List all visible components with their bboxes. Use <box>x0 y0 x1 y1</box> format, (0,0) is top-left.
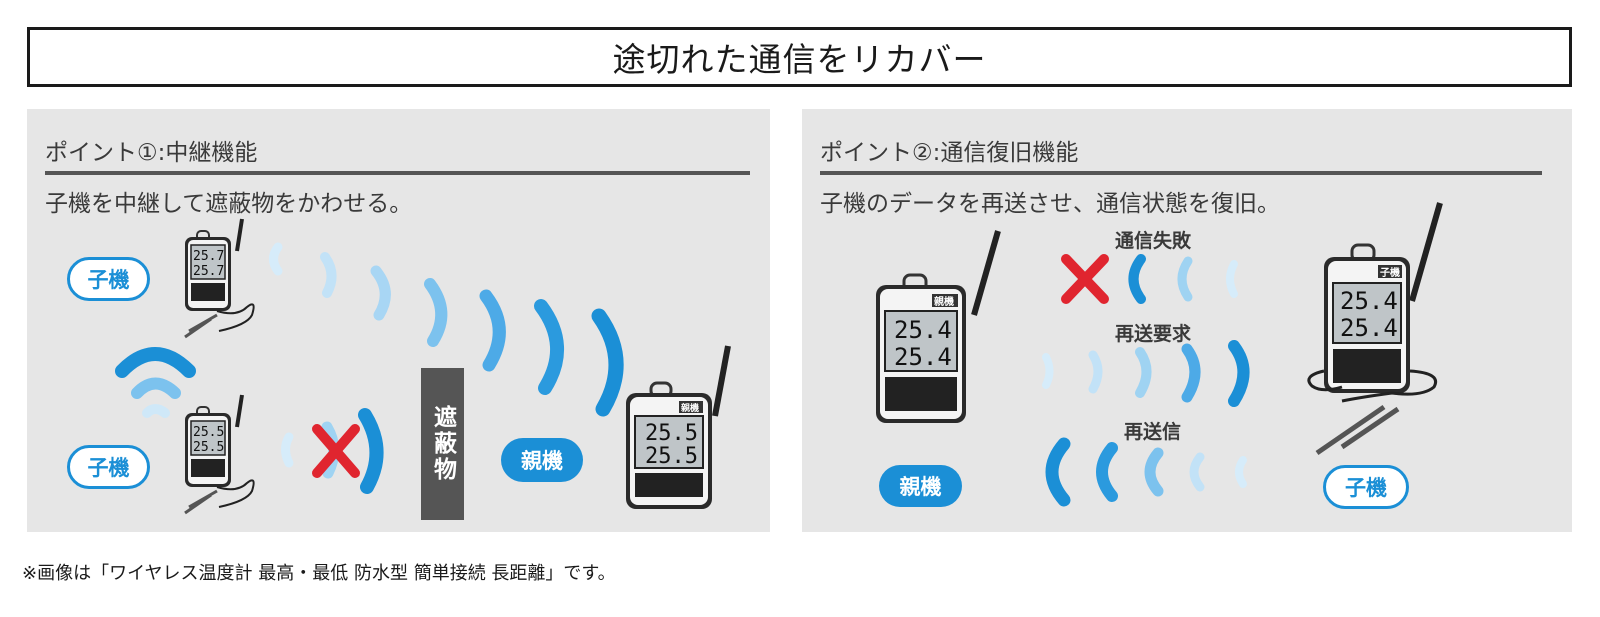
signal-wave <box>1128 254 1146 304</box>
signal-wave <box>1226 260 1238 298</box>
signal-wave <box>269 242 283 276</box>
resend-wave <box>1045 437 1071 507</box>
lcd-reading: 25.4 <box>1340 287 1398 315</box>
child-unit-label: 子機 <box>67 257 150 301</box>
panel-subtitle: 子機を中継して遮蔽物をかわせる。 <box>45 191 413 217</box>
resend-label: 再送信 <box>1124 421 1182 443</box>
resend-wave <box>1189 452 1205 492</box>
obstacle-block: 遮蔽物 <box>421 368 464 520</box>
signal-wave <box>479 289 506 372</box>
parent-unit-label: 親機 <box>879 465 962 507</box>
lcd-reading: 25.7 <box>193 249 224 264</box>
child-device-icon: 25.5 25.5 <box>184 394 255 515</box>
resend-wave <box>1096 442 1118 502</box>
blocked-wave <box>358 408 384 494</box>
child-unit-label: 子機 <box>67 445 150 489</box>
recovery-function-panel: ポイント②:通信復旧機能 子機のデータを再送させ、通信状態を復旧。 通信失敗 再… <box>802 109 1572 532</box>
divider <box>45 171 750 175</box>
child-device-icon: 子機 25.4 25.4 <box>1307 202 1443 456</box>
request-wave <box>1228 340 1250 407</box>
signal-wave <box>591 308 624 417</box>
error-cross-icon <box>1061 254 1109 304</box>
signal-wave <box>370 265 391 321</box>
lcd-reading: 25.5 <box>193 425 224 440</box>
device-tag: 親機 <box>681 402 699 414</box>
lcd-reading: 25.7 <box>193 264 224 279</box>
lcd-reading: 25.4 <box>894 343 952 371</box>
child-unit-label: 子機 <box>1323 465 1409 509</box>
signal-wave <box>320 252 337 298</box>
request-wave <box>1135 347 1152 398</box>
child-device-icon: 25.7 25.7 <box>184 218 255 339</box>
lcd-reading: 25.5 <box>193 440 224 455</box>
relay-signal-waves <box>115 242 624 494</box>
error-cross-icon <box>312 424 360 478</box>
relay-wave <box>115 347 196 378</box>
signal-wave <box>424 278 448 347</box>
panel-title: ポイント②:通信復旧機能 <box>820 140 1079 166</box>
relay-wave <box>142 404 170 418</box>
request-wave <box>1042 353 1054 389</box>
resend-request-label: 再送要求 <box>1115 323 1192 345</box>
divider <box>820 171 1542 175</box>
lcd-reading: 25.5 <box>645 444 698 469</box>
parent-unit-label: 親機 <box>501 438 583 482</box>
relay-function-panel: ポイント①:中継機能 子機を中継して遮蔽物をかわせる。 <box>27 109 770 532</box>
request-wave <box>1088 350 1103 394</box>
relay-wave <box>131 377 181 399</box>
resend-wave <box>1235 456 1247 488</box>
recovery-signal-waves <box>1042 254 1250 507</box>
page-title: 途切れた通信をリカバー <box>27 27 1572 87</box>
lcd-reading: 25.4 <box>1340 314 1398 342</box>
signal-wave <box>534 299 564 395</box>
parent-device-icon: 親機 25.4 25.4 <box>876 230 1001 423</box>
signal-wave <box>1177 256 1193 302</box>
request-wave <box>1181 343 1201 403</box>
parent-device-icon: 親機 25.5 25.5 <box>626 345 731 509</box>
panel-title: ポイント①:中継機能 <box>45 140 258 166</box>
device-tag: 子機 <box>1380 266 1400 279</box>
device-tag: 親機 <box>934 295 954 308</box>
communication-failure-label: 通信失敗 <box>1115 230 1192 252</box>
resend-wave <box>1144 447 1164 497</box>
blocked-wave <box>281 432 294 468</box>
panel-subtitle: 子機のデータを再送させ、通信状態を復旧。 <box>820 191 1280 217</box>
lcd-reading: 25.5 <box>645 421 698 446</box>
footnote: ※画像は「ワイヤレス温度計 最高・最低 防水型 簡単接続 長距離」です。 <box>22 563 616 584</box>
lcd-reading: 25.4 <box>894 316 952 344</box>
